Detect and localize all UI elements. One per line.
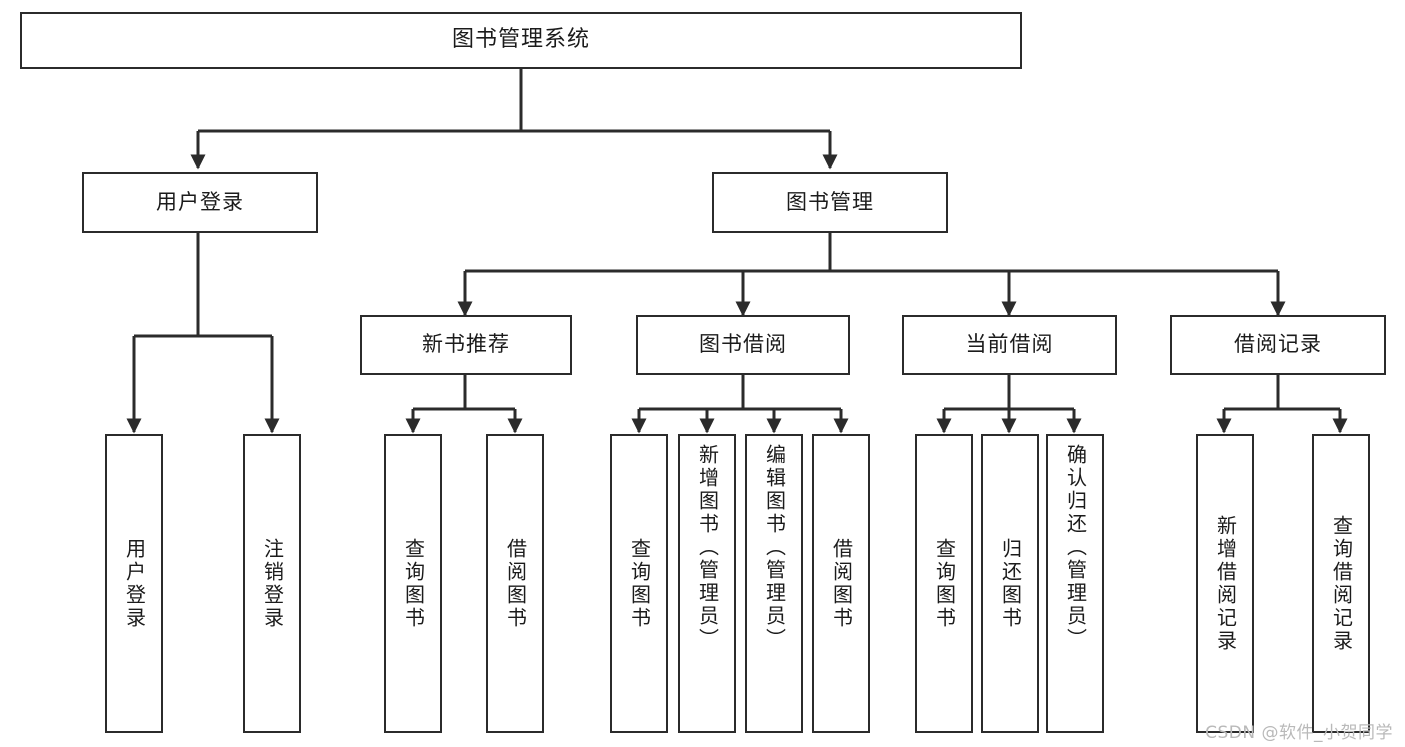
leaf-label: 用户登录	[122, 537, 147, 630]
csdn-watermark: CSDN @软件_小贺同学	[1205, 723, 1393, 743]
leaf-query-book-borrow[interactable]: 查询图书	[610, 434, 668, 733]
leaf-query-borrow-record[interactable]: 查询借阅记录	[1312, 434, 1370, 733]
leaf-label: 借阅图书	[829, 537, 854, 630]
leaf-query-book-current[interactable]: 查询图书	[915, 434, 973, 733]
leaf-label: 归还图书	[998, 537, 1023, 630]
node-current-borrow[interactable]: 当前借阅	[902, 315, 1117, 375]
leaf-query-book-newbook[interactable]: 查询图书	[384, 434, 442, 733]
node-root-system[interactable]: 图书管理系统	[20, 12, 1022, 69]
leaf-label: 新增借阅记录	[1213, 514, 1238, 653]
node-new-book-recommend[interactable]: 新书推荐	[360, 315, 572, 375]
leaf-label: 确认归还（管理员）	[1063, 444, 1088, 651]
leaf-label: 新增图书（管理员）	[695, 444, 720, 651]
node-borrow-record[interactable]: 借阅记录	[1170, 315, 1386, 375]
leaf-label: 借阅图书	[503, 537, 528, 630]
leaf-user-login[interactable]: 用户登录	[105, 434, 163, 733]
leaf-return-book[interactable]: 归还图书	[981, 434, 1039, 733]
node-user-login[interactable]: 用户登录	[82, 172, 318, 233]
leaf-logout[interactable]: 注销登录	[243, 434, 301, 733]
node-book-borrow[interactable]: 图书借阅	[636, 315, 850, 375]
leaf-label: 注销登录	[260, 537, 285, 630]
leaf-label: 查询图书	[932, 537, 957, 630]
leaf-borrow-book-borrow[interactable]: 借阅图书	[812, 434, 870, 733]
leaf-borrow-book-newbook[interactable]: 借阅图书	[486, 434, 544, 733]
leaf-edit-book-admin[interactable]: 编辑图书（管理员）	[745, 434, 803, 733]
leaf-add-borrow-record[interactable]: 新增借阅记录	[1196, 434, 1254, 733]
leaf-label: 查询借阅记录	[1329, 514, 1354, 653]
leaf-label: 查询图书	[401, 537, 426, 630]
leaf-add-book-admin[interactable]: 新增图书（管理员）	[678, 434, 736, 733]
leaf-label: 编辑图书（管理员）	[762, 444, 787, 651]
leaf-confirm-return-admin[interactable]: 确认归还（管理员）	[1046, 434, 1104, 733]
leaf-label: 查询图书	[627, 537, 652, 630]
node-book-management[interactable]: 图书管理	[712, 172, 948, 233]
